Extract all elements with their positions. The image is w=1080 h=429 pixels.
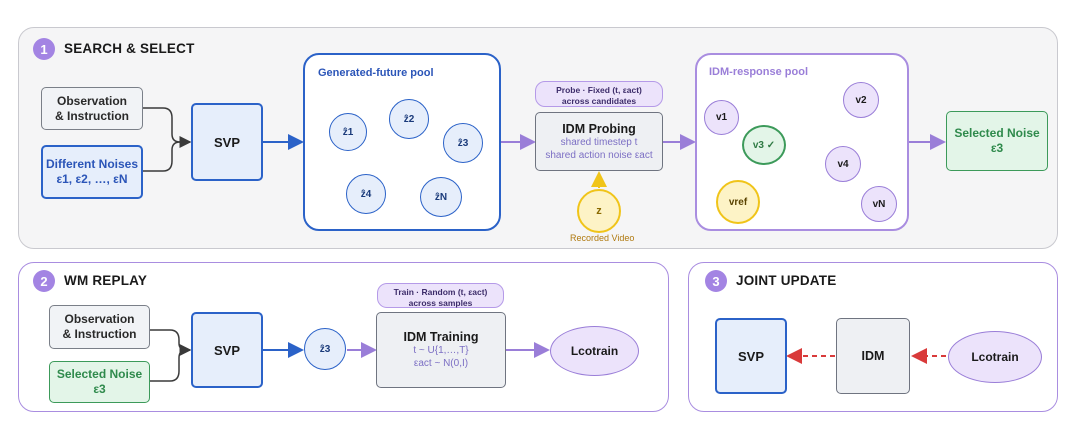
replay-cotrain-loss: Lcotrain — [550, 326, 639, 376]
v1-node: v1 — [704, 100, 739, 135]
train-random-pill: Train · Random (t, εact) across samples — [377, 283, 504, 308]
replay-z3-node: ẑ3 — [304, 328, 346, 370]
replay-observation-line-2: & Instruction — [62, 327, 137, 341]
idm-training-sub-2: εact ~ N(0,I) — [413, 358, 469, 369]
noises-list: ε1, ε2, …, εN — [56, 172, 128, 186]
replay-svp-box: SVP — [191, 312, 263, 388]
recorded-video-caption: Recorded Video — [570, 233, 635, 243]
observation-line-1: Observation — [56, 93, 128, 108]
noises-title: Different Noises — [45, 157, 139, 171]
different-noises-box: Different Noises ε1, ε2, …, εN — [41, 145, 143, 199]
selected-noise-box: Selected Noise ε3 — [946, 111, 1048, 171]
joint-cotrain-loss: Lcotrain — [948, 331, 1042, 383]
idm-probing-sub-2: shared action noise εact — [545, 149, 653, 161]
selected-noise-value: ε3 — [990, 141, 1004, 155]
panel-1-badge: 1 — [33, 38, 55, 60]
idm-probing-box: IDM Probing shared timestep t shared act… — [535, 112, 663, 171]
noises-to-svp-arrow — [143, 141, 181, 172]
vN-node: vN — [861, 186, 897, 222]
idm-probing-title: IDM Probing — [562, 121, 636, 136]
z3-node: ẑ3 — [443, 123, 483, 163]
vref-node: vref — [716, 180, 760, 224]
zN-node: ẑN — [420, 177, 462, 217]
v3-selected-node: v3 ✓ — [742, 125, 786, 165]
z4-node: ẑ4 — [346, 174, 386, 214]
probe-fixed-pill: Probe · Fixed (t, εact) across candidate… — [535, 81, 663, 107]
panel-3-badge: 3 — [705, 270, 727, 292]
replay-observation-line-1: Observation — [64, 312, 135, 326]
joint-svp-box: SVP — [715, 318, 787, 394]
joint-idm-box: IDM — [836, 318, 910, 394]
panel-1-title: SEARCH & SELECT — [64, 41, 195, 56]
train-pill-line-1: Train · Random (t, εact) — [393, 287, 488, 297]
joint-idm-label: IDM — [861, 349, 885, 363]
svp-box: SVP — [191, 103, 263, 181]
replay-selected-noise-box: Selected Noise ε3 — [49, 361, 150, 403]
obs-to-svp-arrow — [143, 107, 192, 148]
joint-svp-label: SVP — [737, 348, 764, 364]
observation-line-2: & Instruction — [55, 108, 129, 123]
replay-selected-value: ε3 — [93, 382, 106, 396]
svp-label: SVP — [213, 134, 240, 150]
generated-pool-title: Generated-future pool — [318, 67, 434, 79]
panel-2-title: WM REPLAY — [64, 273, 148, 288]
probe-pill-line-1: Probe · Fixed (t, εact) — [556, 85, 642, 95]
z2-node: ẑ2 — [389, 99, 429, 139]
selected-noise-title: Selected Noise — [954, 126, 1040, 140]
response-pool-title: IDM-response pool — [709, 66, 809, 78]
z1-node: ẑ1 — [329, 113, 367, 151]
recorded-video-node: z — [577, 189, 621, 233]
idm-probing-sub-1: shared timestep t — [560, 136, 638, 148]
v2-node: v2 — [843, 82, 879, 118]
panel-3-title: JOINT UPDATE — [736, 273, 837, 288]
idm-training-sub-1: t ~ U{1,…,T} — [413, 345, 469, 356]
replay-selected-title: Selected Noise — [56, 367, 143, 381]
panel-2-badge: 2 — [33, 270, 55, 292]
idm-training-title: IDM Training — [403, 330, 479, 344]
replay-svp-label: SVP — [213, 342, 240, 358]
train-pill-line-2: across samples — [408, 298, 473, 308]
replay-observation-box: Observation & Instruction — [49, 305, 150, 349]
idm-training-box: IDM Training t ~ U{1,…,T} εact ~ N(0,I) — [376, 312, 506, 388]
v4-node: v4 — [825, 146, 861, 182]
replay-noise-to-svp-arrow — [150, 349, 187, 382]
replay-obs-to-svp-arrow — [150, 329, 192, 356]
observation-instruction-box: Observation & Instruction — [41, 87, 143, 130]
probe-pill-line-2: across candidates — [561, 96, 637, 106]
